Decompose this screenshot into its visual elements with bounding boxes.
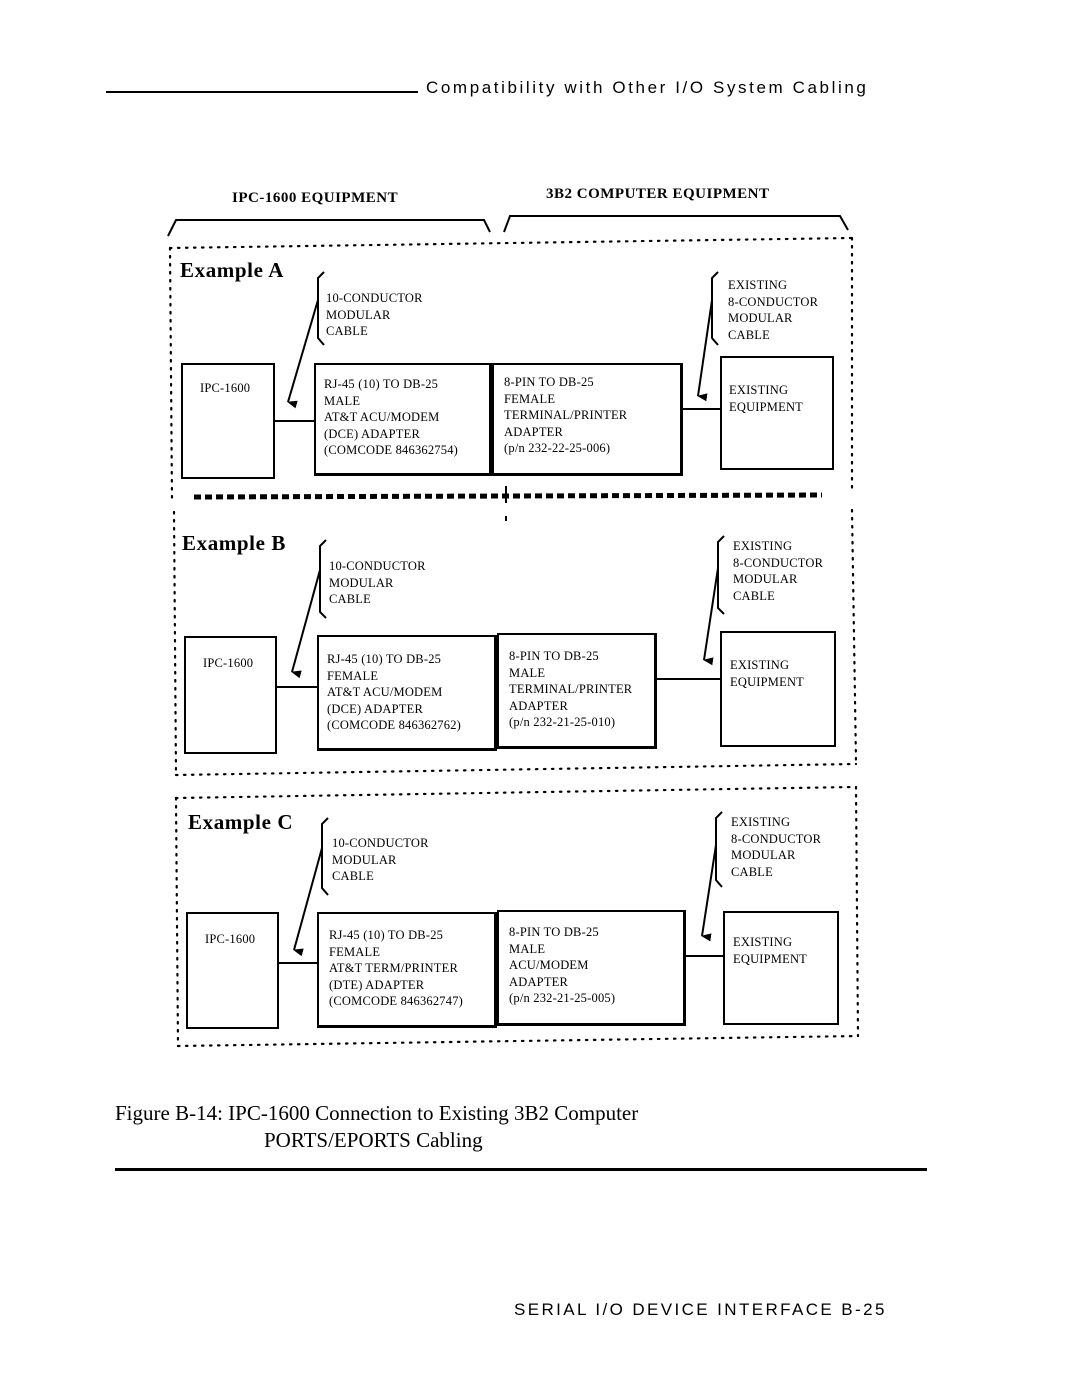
- example-a-right-cable-label: EXISTING 8-CONDUCTOR MODULAR CABLE: [728, 278, 819, 342]
- page-footer: SERIAL I/O DEVICE INTERFACE B-25: [514, 1300, 887, 1319]
- caption-rule: [115, 1168, 927, 1171]
- example-c-adapter2-box: 8-PIN TO DB-25 MALE ACU/MODEM ADAPTER (p…: [497, 910, 686, 1026]
- example-c-connectors: [278, 811, 724, 964]
- ipc-equipment-label: IPC-1600 EQUIPMENT: [232, 190, 399, 206]
- figure-caption-line1: Figure B-14: IPC-1600 Connection to Exis…: [115, 1101, 639, 1125]
- example-b-right-cable-label: EXISTING 8-CONDUCTOR MODULAR CABLE: [733, 539, 824, 603]
- example-b-left-cable-label: 10-CONDUCTOR MODULAR CABLE: [329, 559, 426, 606]
- computer-equipment-label: 3B2 COMPUTER EQUIPMENT: [546, 186, 770, 202]
- example-b-connectors: [276, 535, 725, 688]
- example-a-adapter1-box: RJ-45 (10) TO DB-25 MALE AT&T ACU/MODEM …: [314, 363, 492, 476]
- example-b-adapter1-box: RJ-45 (10) TO DB-25 FEMALE AT&T ACU/MODE…: [317, 635, 497, 751]
- example-c-title: Example C: [188, 810, 294, 834]
- figure-caption: Figure B-14: IPC-1600 Connection to Exis…: [115, 1100, 638, 1154]
- example-c-frame: [174, 785, 860, 1048]
- example-a-ipc-box: IPC-1600: [181, 363, 275, 479]
- example-ab-separator: [193, 492, 823, 500]
- example-a-left-cable-label: 10-CONDUCTOR MODULAR CABLE: [326, 291, 423, 338]
- example-a-title: Example A: [180, 258, 284, 282]
- running-header: Compatibility with Other I/O System Cabl…: [426, 78, 869, 97]
- computer-group-bracket: [503, 215, 849, 233]
- header-rule: [106, 91, 418, 93]
- example-b-ipc-box: IPC-1600: [184, 636, 277, 754]
- example-ab-frame: [168, 236, 858, 777]
- example-b-title: Example B: [182, 531, 286, 555]
- example-b-existing-equipment-box: EXISTING EQUIPMENT: [720, 631, 836, 747]
- example-c-ipc-box: IPC-1600: [186, 912, 279, 1029]
- example-a-adapter2-box: 8-PIN TO DB-25 FEMALE TERMINAL/PRINTER A…: [492, 363, 683, 476]
- example-a-existing-equipment-box: EXISTING EQUIPMENT: [720, 356, 834, 470]
- example-b-adapter2-box: 8-PIN TO DB-25 MALE TERMINAL/PRINTER ADA…: [497, 633, 657, 749]
- figure-caption-line2: PORTS/EPORTS Cabling: [264, 1128, 483, 1152]
- example-a-connectors: [274, 271, 721, 422]
- example-c-existing-equipment-box: EXISTING EQUIPMENT: [723, 911, 839, 1025]
- example-c-left-cable-label: 10-CONDUCTOR MODULAR CABLE: [332, 836, 429, 883]
- example-c-right-cable-label: EXISTING 8-CONDUCTOR MODULAR CABLE: [731, 815, 822, 879]
- example-c-adapter1-box: RJ-45 (10) TO DB-25 FEMALE AT&T TERM/PRI…: [317, 912, 497, 1028]
- ipc-group-bracket: [167, 219, 491, 237]
